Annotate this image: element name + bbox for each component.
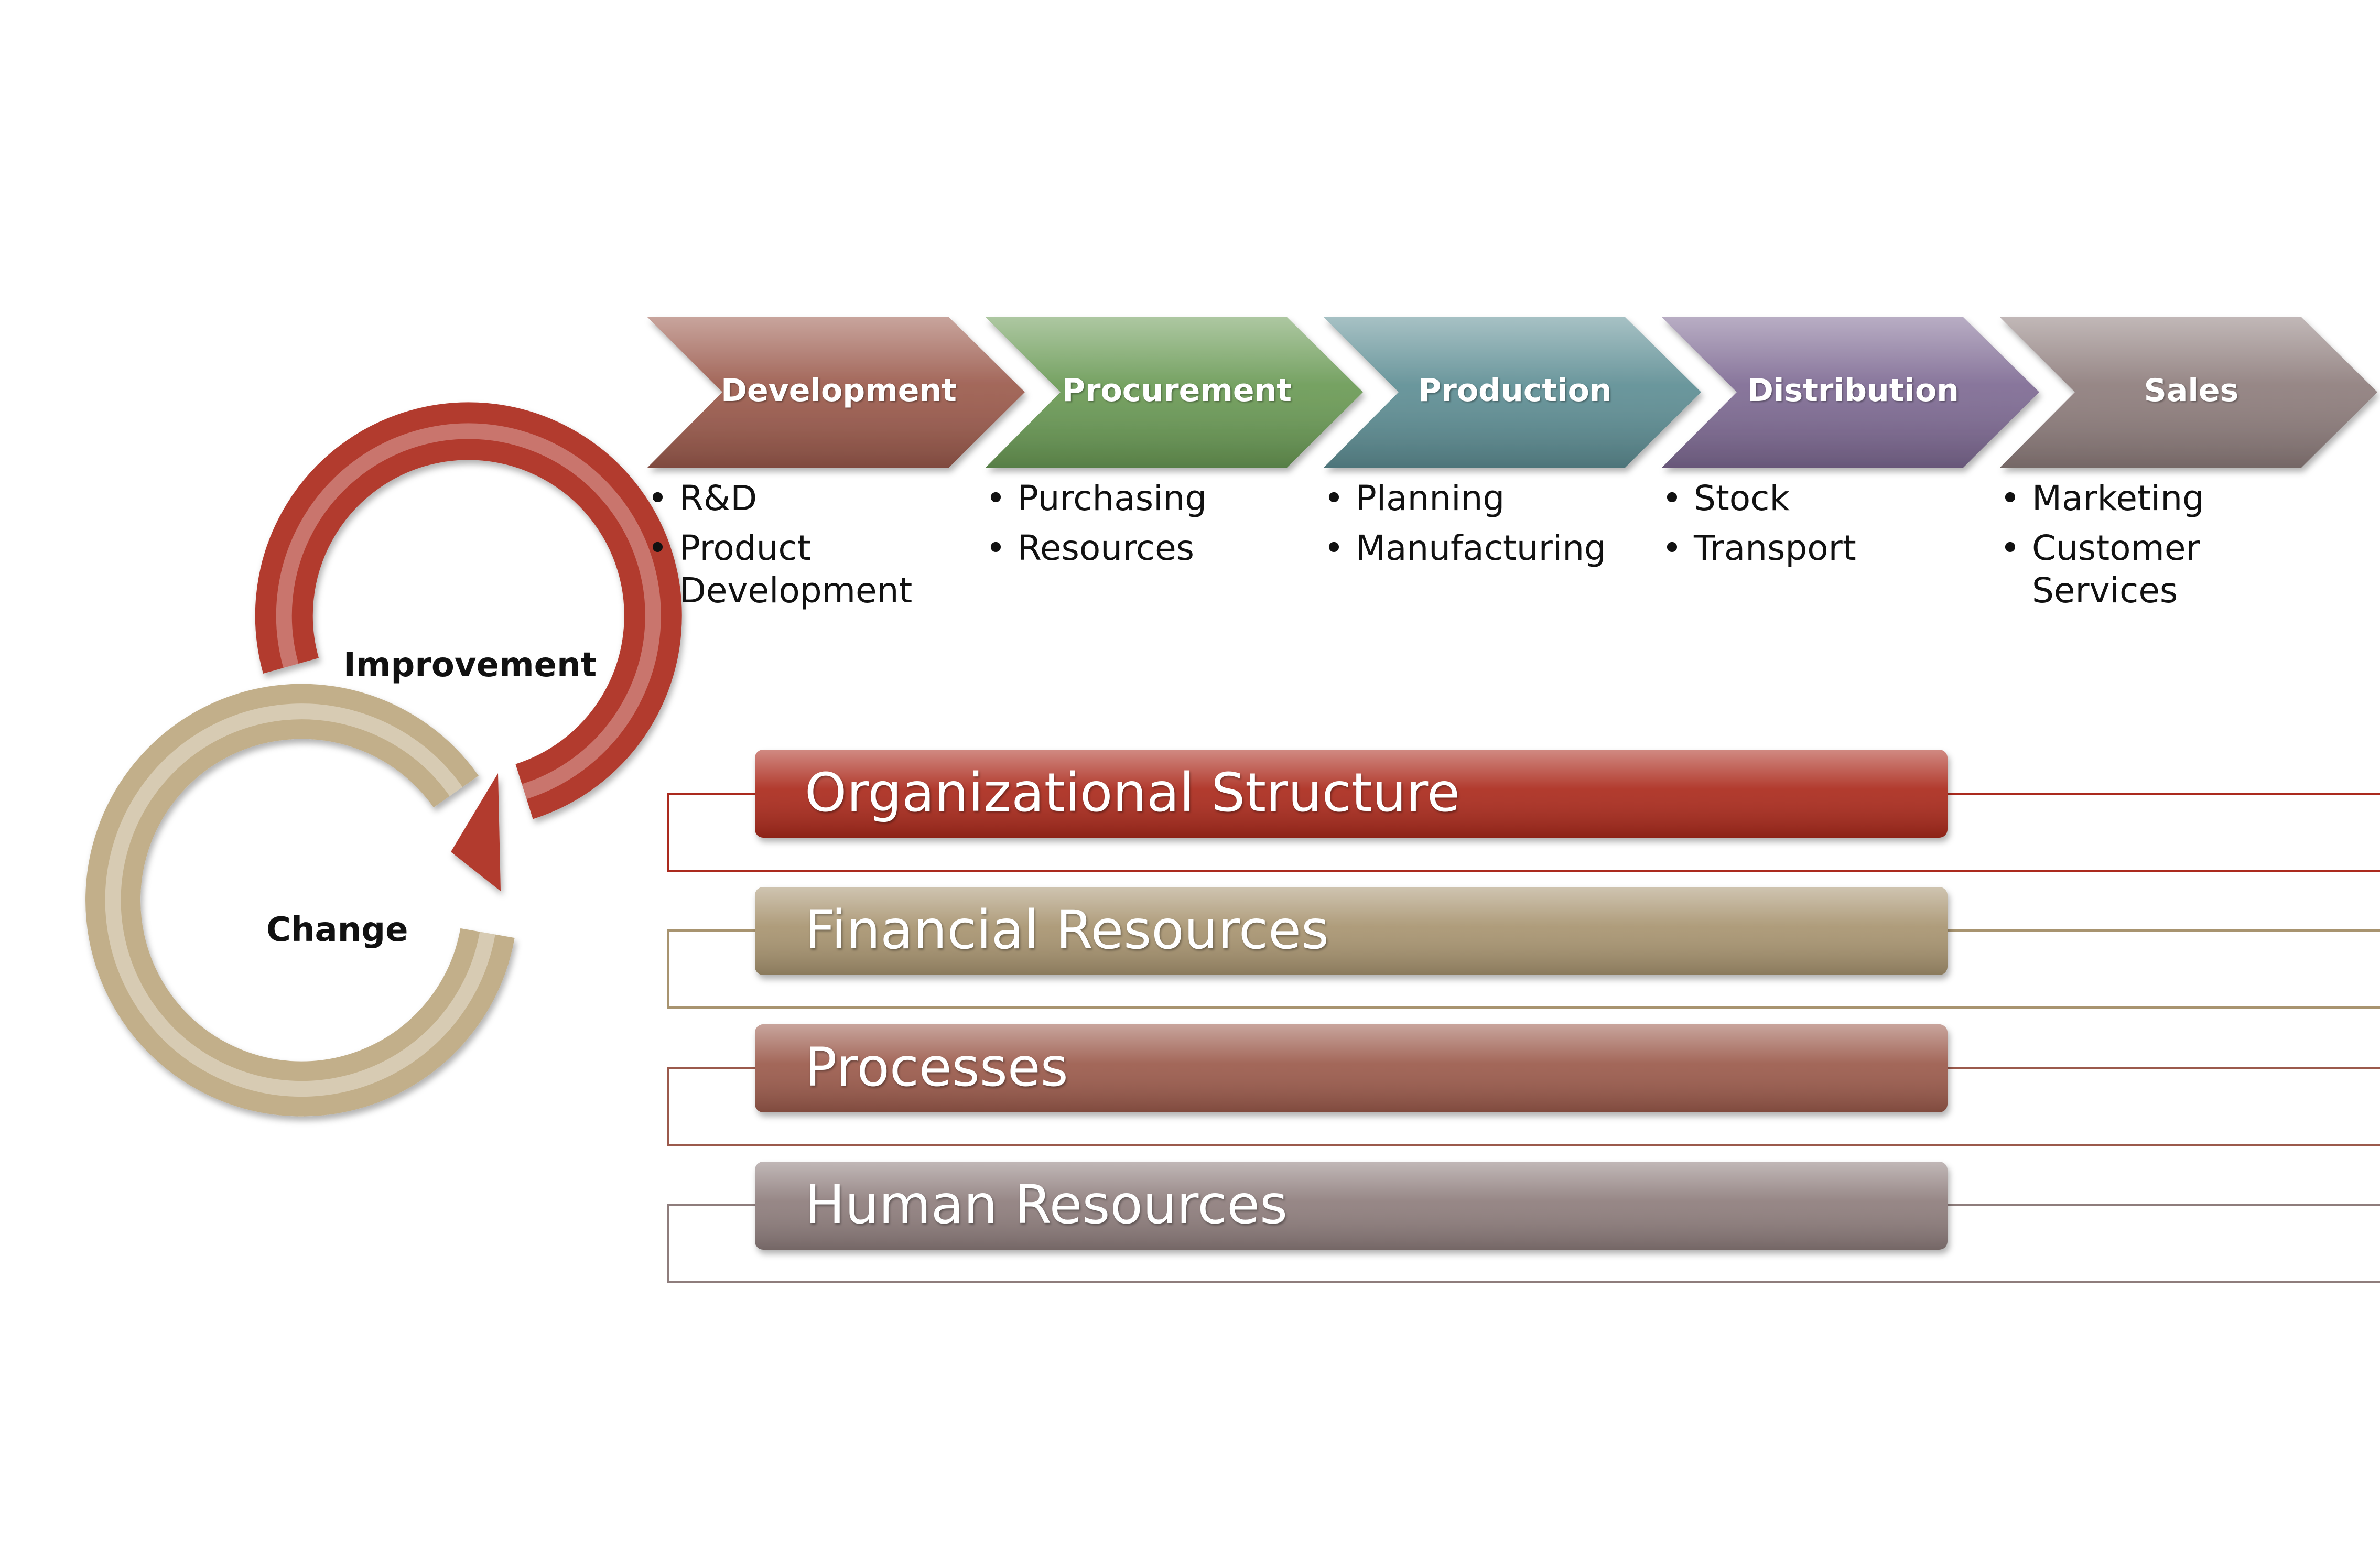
chevron-development — [647, 317, 1025, 468]
procurement-items: Purchasing Resources — [986, 477, 1279, 577]
production-items: Planning Manufacturing — [1324, 477, 1617, 577]
chevron-sales — [2000, 317, 2377, 468]
bar-label-processes: Processes — [805, 1036, 1068, 1099]
improvement-label: Improvement — [343, 646, 597, 685]
list-item: Resources — [986, 527, 1279, 569]
step-label-distribution: Distribution — [1747, 372, 1959, 409]
distribution-items: Stock Transport — [1662, 477, 1955, 577]
bar-organizational-structure — [667, 750, 2380, 872]
bar-label-financial-resources: Financial Resources — [805, 899, 1329, 961]
chevron-procurement — [986, 317, 1363, 468]
step-label-development: Development — [721, 372, 957, 409]
process-chevrons — [647, 317, 2377, 468]
bar-label-organizational-structure: Organizational Structure — [805, 762, 1460, 824]
chevron-production — [1324, 317, 1701, 468]
list-item: R&D — [647, 477, 941, 519]
list-item: Planning — [1324, 477, 1617, 519]
step-label-sales: Sales — [2144, 372, 2239, 409]
change-label: Change — [266, 911, 408, 949]
change-arrow — [85, 684, 515, 1117]
list-item: Transport — [1662, 527, 1955, 569]
development-items: R&D Product Development — [647, 477, 941, 619]
improvement-change-cycle — [85, 402, 682, 1117]
list-item: Marketing — [2000, 477, 2294, 519]
list-item: Manufacturing — [1324, 527, 1617, 569]
step-label-production: Production — [1418, 372, 1612, 409]
step-label-procurement: Procurement — [1062, 372, 1292, 409]
bar-financial-resources — [667, 887, 2380, 1009]
list-item: Customer Services — [2000, 527, 2294, 612]
bar-label-human-resources: Human Resources — [805, 1174, 1288, 1236]
list-item: Purchasing — [986, 477, 1279, 519]
bar-human-resources — [667, 1162, 2380, 1283]
factor-bars — [667, 750, 2380, 1283]
list-item: Stock — [1662, 477, 1955, 519]
bar-processes — [667, 1024, 2380, 1146]
improvement-arrow — [255, 402, 682, 891]
chevron-distribution — [1662, 317, 2039, 468]
list-item: Product Development — [647, 527, 941, 612]
sales-items: Marketing Customer Services — [2000, 477, 2294, 619]
